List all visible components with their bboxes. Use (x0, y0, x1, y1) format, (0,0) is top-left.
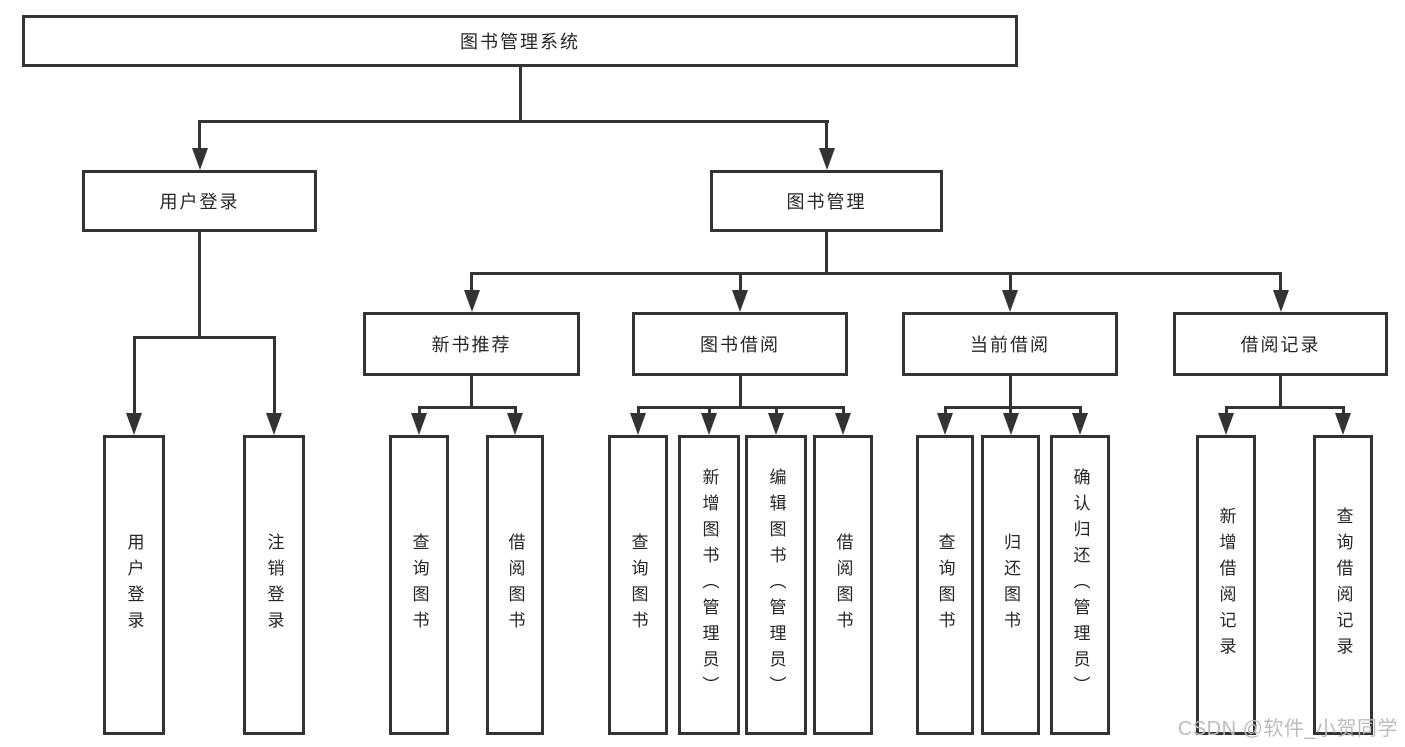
arrowhead-down-icon (630, 413, 646, 435)
leaf-query-books-3: 查询图书 (916, 435, 974, 735)
connector-line (825, 232, 828, 275)
connector-line (470, 272, 473, 292)
leaf-query-books-1: 查询图书 (389, 435, 449, 735)
leaf-return-books: 归还图书 (981, 435, 1040, 735)
connector-line (518, 67, 522, 123)
leaf-add-books-admin: 新增图书（管理员） (678, 435, 740, 735)
connector-line (1008, 376, 1012, 409)
leaf-borrow-books-2: 借阅图书 (813, 435, 873, 735)
connector-line (417, 406, 421, 415)
connector-line (738, 376, 742, 409)
arrowhead-down-icon (507, 413, 523, 435)
connector-line (1226, 406, 1343, 409)
leaf-logout: 注销登录 (243, 435, 305, 735)
connector-line (841, 406, 845, 415)
connector-line (1279, 272, 1282, 292)
arrowhead-down-icon (732, 290, 748, 312)
node-library-management-system: 图书管理系统 (22, 15, 1018, 67)
arrowhead-down-icon (835, 413, 851, 435)
connector-line (1341, 406, 1345, 415)
connector-line (1008, 272, 1012, 292)
connector-line (132, 336, 276, 339)
leaf-borrow-books-1: 借阅图书 (486, 435, 544, 735)
connector-line (1009, 406, 1012, 415)
connector-line (943, 406, 947, 415)
connector-line (1224, 406, 1228, 415)
arrowhead-down-icon (191, 148, 208, 170)
node-borrowing-records: 借阅记录 (1173, 312, 1388, 376)
connector-line (1078, 406, 1082, 415)
leaf-user-login: 用户登录 (103, 435, 165, 735)
arrowhead-down-icon (1218, 413, 1234, 435)
arrowhead-down-icon (411, 413, 427, 435)
connector-line (470, 376, 473, 409)
node-current-borrowing: 当前借阅 (902, 312, 1118, 376)
node-book-borrowing: 图书借阅 (632, 312, 848, 376)
leaf-edit-books-admin: 编辑图书（管理员） (745, 435, 807, 735)
watermark: CSDN @软件_小贺同学 (1177, 718, 1398, 740)
leaf-query-books-2: 查询图书 (608, 435, 668, 735)
arrowhead-down-icon (126, 413, 142, 435)
connector-line (513, 406, 517, 415)
connector-line (198, 120, 829, 123)
arrowhead-down-icon (463, 290, 480, 312)
arrowhead-down-icon (701, 413, 717, 435)
arrowhead-down-icon (1002, 413, 1019, 435)
leaf-query-borrow-record: 查询借阅记录 (1313, 435, 1373, 735)
connector-line (272, 336, 276, 415)
arrowhead-down-icon (818, 148, 835, 170)
node-book-management: 图书管理 (710, 170, 943, 232)
arrowhead-down-icon (1335, 413, 1351, 435)
connector-line (707, 406, 711, 415)
leaf-add-borrow-record: 新增借阅记录 (1196, 435, 1256, 735)
connector-line (198, 232, 201, 338)
connector-line (638, 406, 843, 409)
connector-line (132, 336, 136, 415)
connector-line (470, 272, 1282, 275)
arrowhead-down-icon (1272, 290, 1289, 312)
node-user-login: 用户登录 (82, 170, 317, 232)
connector-line (636, 406, 640, 415)
arrowhead-down-icon (1002, 290, 1018, 312)
connector-line (945, 406, 1080, 409)
arrowhead-down-icon (1072, 413, 1088, 435)
arrowhead-down-icon (937, 413, 953, 435)
connector-line (198, 120, 201, 150)
arrowhead-down-icon (266, 413, 282, 435)
arrowhead-down-icon (768, 413, 784, 435)
connector-line (825, 120, 828, 150)
node-new-book-recommendation: 新书推荐 (363, 312, 580, 376)
connector-line (1279, 376, 1282, 409)
connector-line (738, 272, 742, 292)
leaf-confirm-return-admin: 确认归还（管理员） (1050, 435, 1110, 735)
connector-line (419, 406, 515, 409)
connector-line (774, 406, 778, 415)
